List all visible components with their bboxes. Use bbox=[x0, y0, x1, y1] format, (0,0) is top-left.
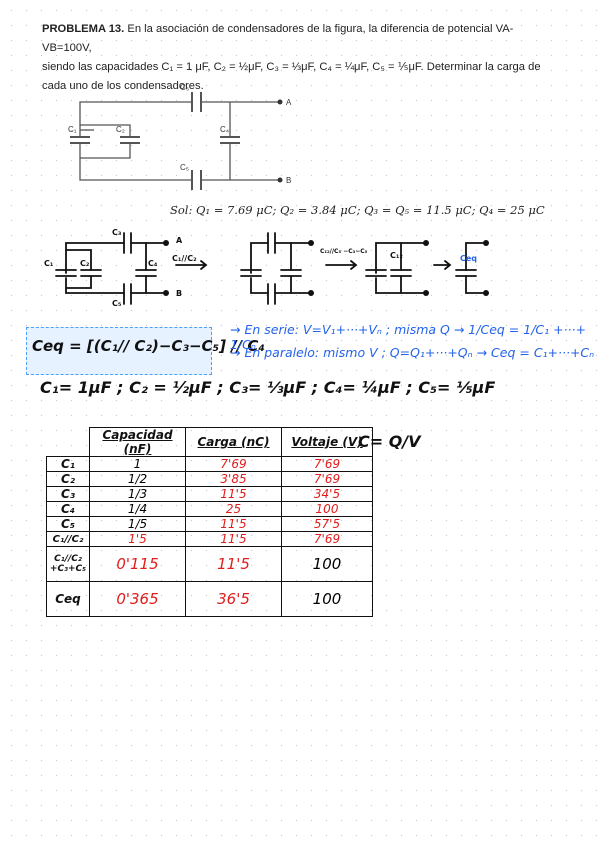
cell-charge: 36'5 bbox=[185, 581, 282, 617]
reduction-sketch: C₃ C₁ C₂ C₄ C₅ C₁//C₂ C₁₂//C₅ −C₃−C₅ C₁₂… bbox=[44, 228, 489, 308]
circuit-diagram: C₁ C₂ C₃ C₄ C₅ A B bbox=[68, 83, 292, 190]
table-row: Ceq 0'365 36'5 100 bbox=[46, 581, 373, 617]
cell-cap: 1/2 bbox=[89, 471, 186, 487]
results-table: Capacidad (nF) Carga (nC) Voltaje (V) C₁… bbox=[46, 427, 373, 617]
parallel-note: → En paralelo: mismo V ; Q=Q₁+···+Qₙ → C… bbox=[230, 345, 595, 360]
cell-charge: 11'5 bbox=[185, 546, 282, 582]
cell-charge: 11'5 bbox=[185, 486, 282, 502]
cell-cap: 0'115 bbox=[89, 546, 186, 582]
sketch-terminal-b: B bbox=[176, 289, 182, 298]
sketch-box-label: C₁₂ bbox=[390, 251, 403, 260]
cell-cap: 1'5 bbox=[89, 531, 186, 547]
cell-volt: 100 bbox=[281, 581, 373, 617]
cell-cap: 1/5 bbox=[89, 516, 186, 532]
circuit-label-c5: C₅ bbox=[180, 163, 189, 172]
statement-line-2: siendo las capacidades C₁ = 1 μF, C₂ = ½… bbox=[42, 61, 541, 73]
row-label: C₁//C₂ bbox=[46, 531, 90, 547]
table-header-row: Capacidad (nF) Carga (nC) Voltaje (V) bbox=[46, 427, 373, 457]
c-equals-q-over-v: C= Q/V bbox=[358, 432, 421, 451]
table-row: C₁ 1 7'69 7'69 bbox=[46, 456, 373, 472]
cell-charge: 25 bbox=[185, 501, 282, 517]
cell-volt: 100 bbox=[281, 546, 373, 582]
row-label: C₅ bbox=[46, 516, 90, 532]
cell-volt: 57'5 bbox=[281, 516, 373, 532]
sketch-label-c3: C₃ bbox=[112, 228, 122, 237]
cell-cap: 0'365 bbox=[89, 581, 186, 617]
sketch-label-c1: C₁ bbox=[44, 259, 54, 268]
circuit-label-c4: C₄ bbox=[220, 125, 229, 134]
cell-charge: 7'69 bbox=[185, 456, 282, 472]
cell-volt: 7'69 bbox=[281, 456, 373, 472]
solution-line: Sol: Q₁ = 7.69 μC; Q₂ = 3.84 μC; Q₃ = Q₅… bbox=[170, 203, 545, 217]
cell-cap: 1/4 bbox=[89, 501, 186, 517]
statement-line-3: cada uno de los condensadores. bbox=[42, 80, 204, 92]
row-label: C₁//C₂ +C₃+C₅ bbox=[46, 546, 90, 582]
circuit-label-c2: C₂ bbox=[116, 125, 125, 134]
cell-charge: 11'5 bbox=[185, 531, 282, 547]
cell-charge: 11'5 bbox=[185, 516, 282, 532]
terminal-b: B bbox=[286, 176, 291, 185]
row-label: C₄ bbox=[46, 501, 90, 517]
row-label: Ceq bbox=[46, 581, 90, 617]
header-voltaje: Voltaje (V) bbox=[281, 427, 373, 457]
table-row: C₁//C₂ 1'5 11'5 7'69 bbox=[46, 531, 373, 547]
row-label: C₃ bbox=[46, 486, 90, 502]
table-row: C₄ 1/4 25 100 bbox=[46, 501, 373, 517]
sketch-label-c2: C₂ bbox=[80, 259, 90, 268]
sketch-step-1: C₁//C₂ bbox=[172, 254, 197, 263]
terminal-a: A bbox=[286, 98, 292, 107]
table-row: C₃ 1/3 11'5 34'5 bbox=[46, 486, 373, 502]
cell-volt: 34'5 bbox=[281, 486, 373, 502]
table-row: C₁//C₂ +C₃+C₅ 0'115 11'5 100 bbox=[46, 546, 373, 582]
ceq-formula: Ceq = [(C₁// C₂)−C₃−C₅] // C₄ bbox=[32, 337, 265, 355]
row-label: C₂ bbox=[46, 471, 90, 487]
problem-label: PROBLEMA 13. bbox=[42, 23, 125, 35]
sketch-label-c5: C₅ bbox=[112, 299, 122, 308]
statement-line-1: En la asociación de condensadores de la … bbox=[42, 23, 514, 54]
sketch-label-c4: C₄ bbox=[148, 259, 158, 268]
circuit-label-c3: C₃ bbox=[180, 83, 189, 92]
problem-statement: PROBLEMA 13. En la asociación de condens… bbox=[42, 20, 562, 96]
cell-cap: 1 bbox=[89, 456, 186, 472]
formula-highlight bbox=[26, 327, 212, 375]
capacitance-values: C₁= 1μF ; C₂ = ½μF ; C₃= ⅓μF ; C₄= ¼μF ;… bbox=[40, 378, 496, 397]
cell-volt: 100 bbox=[281, 501, 373, 517]
row-label: C₁ bbox=[46, 456, 90, 472]
sketch-final-label: Ceq bbox=[460, 254, 477, 263]
cell-charge: 3'85 bbox=[185, 471, 282, 487]
table-row: C₅ 1/5 11'5 57'5 bbox=[46, 516, 373, 532]
circuit-label-c1: C₁ bbox=[68, 125, 77, 134]
cell-volt: 7'69 bbox=[281, 531, 373, 547]
table-row: C₂ 1/2 3'85 7'69 bbox=[46, 471, 373, 487]
header-carga: Carga (nC) bbox=[185, 427, 282, 457]
series-note: → En serie: V=V₁+···+Vₙ ; misma Q → 1/Ce… bbox=[230, 322, 586, 352]
cell-volt: 7'69 bbox=[281, 471, 373, 487]
sketch-step-2: C₁₂//C₅ −C₃−C₅ bbox=[320, 248, 368, 255]
header-capacidad: Capacidad (nF) bbox=[89, 427, 186, 457]
sketch-terminal-a: A bbox=[176, 236, 183, 245]
cell-cap: 1/3 bbox=[89, 486, 186, 502]
